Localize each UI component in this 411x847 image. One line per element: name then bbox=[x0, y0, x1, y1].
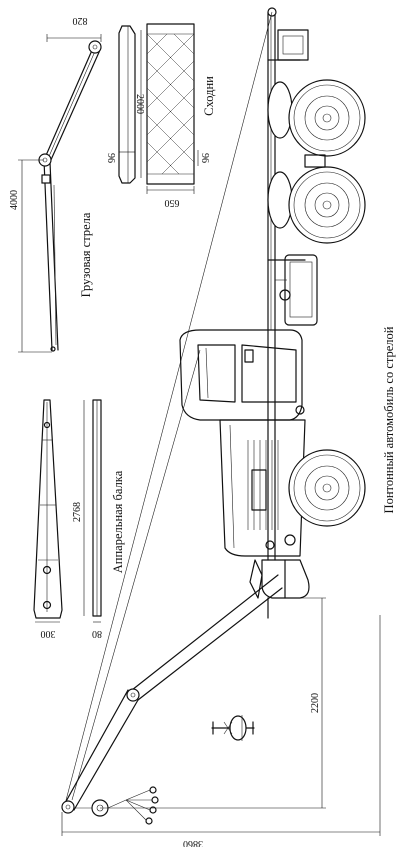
ramp-thickness-dimension: 96 bbox=[105, 153, 116, 163]
rear-wheel-1 bbox=[267, 79, 366, 157]
ramp-length-dimension: 2000 bbox=[134, 94, 145, 114]
beam-width-dimension: 300 bbox=[41, 628, 56, 639]
instrument-beam-drawing: 2768 300 80 Аппарельная балка bbox=[33, 399, 125, 639]
crane-reach-dimension: 3860 bbox=[183, 838, 203, 847]
crane-drawing: 2200 3860 bbox=[61, 11, 381, 847]
beam-length-dimension: 2768 bbox=[72, 502, 83, 522]
ramp-width-dimension: 650 bbox=[165, 197, 180, 208]
ramps-drawing: 2000 96 96 650 Сходни bbox=[105, 23, 216, 208]
beam-thickness-dimension: 80 bbox=[92, 628, 102, 639]
hook-chains bbox=[107, 789, 152, 821]
front-wheel bbox=[288, 449, 366, 527]
boom-length-dimension: 4000 bbox=[9, 190, 20, 210]
truck-drawing: Понтонный автомобиль со стрелой bbox=[179, 7, 396, 619]
ramps-label: Сходни bbox=[202, 76, 216, 116]
rear-wheel-2 bbox=[267, 166, 366, 244]
ramp-small-dimension: 96 bbox=[199, 153, 210, 163]
crane-height-dimension: 2200 bbox=[310, 693, 321, 713]
cargo-boom-label: Грузовая стрела bbox=[79, 212, 93, 297]
cargo-boom-drawing: 820 4000 Грузовая стрела bbox=[9, 15, 102, 353]
instrument-beam-label: Аппарельная балка bbox=[111, 470, 125, 573]
load-symbol bbox=[211, 715, 255, 741]
boom-width-dimension: 820 bbox=[73, 15, 88, 26]
main-title-label: Понтонный автомобиль со стрелой bbox=[382, 326, 396, 513]
